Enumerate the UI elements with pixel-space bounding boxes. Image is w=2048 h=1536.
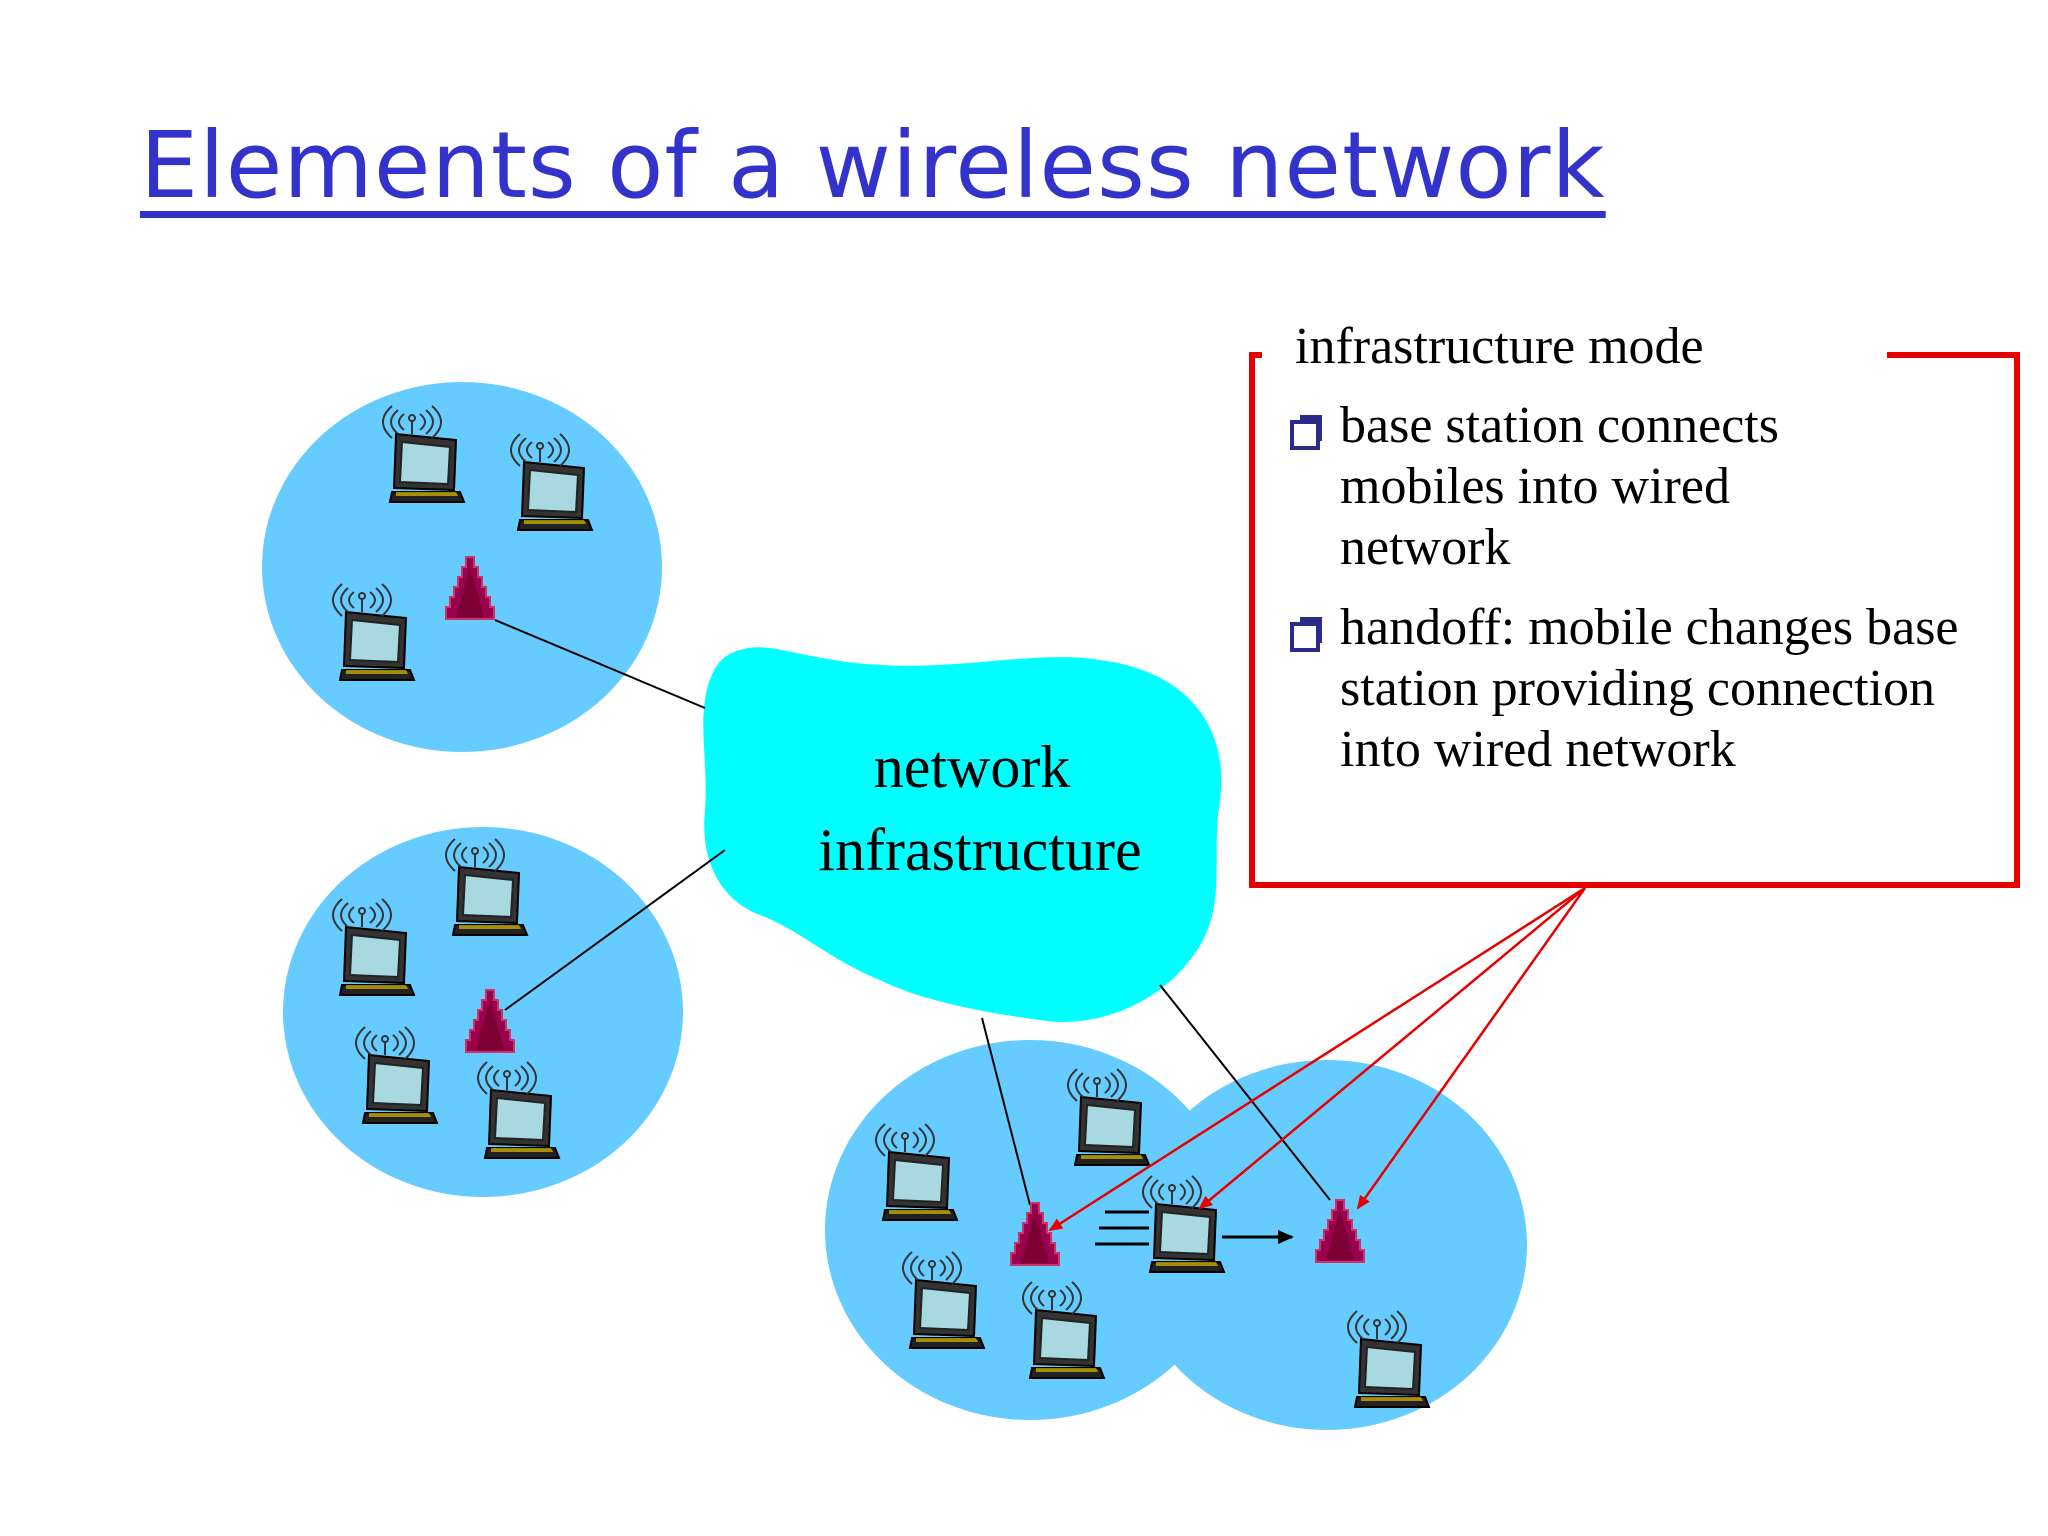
callout-arrow <box>1356 887 1587 1210</box>
link-center-tower <box>981 1017 1031 1206</box>
slide-title: Elements of a wireless network <box>140 112 1606 219</box>
network-infrastructure-cloud <box>703 647 1222 1022</box>
cloud-label-line1: network <box>874 734 1071 800</box>
checkbox-bullet-icon <box>1290 617 1322 652</box>
callout-heading: infrastructure mode <box>1285 318 1714 376</box>
cloud-label-line2: infrastructure <box>818 817 1141 883</box>
link-right-tower <box>1159 984 1331 1201</box>
callout-item-base-station: base station connects mobiles into wired… <box>1340 397 1779 576</box>
callout-border <box>1249 352 2020 888</box>
checkbox-bullet-icon <box>1290 415 1322 450</box>
link-middle-tower <box>504 849 726 1011</box>
callout-item-handoff: handoff: mobile changes base station pro… <box>1340 599 1959 778</box>
callout-arrow <box>1048 886 1586 1232</box>
link-top-tower <box>494 619 706 709</box>
callout-arrow <box>1198 887 1586 1210</box>
